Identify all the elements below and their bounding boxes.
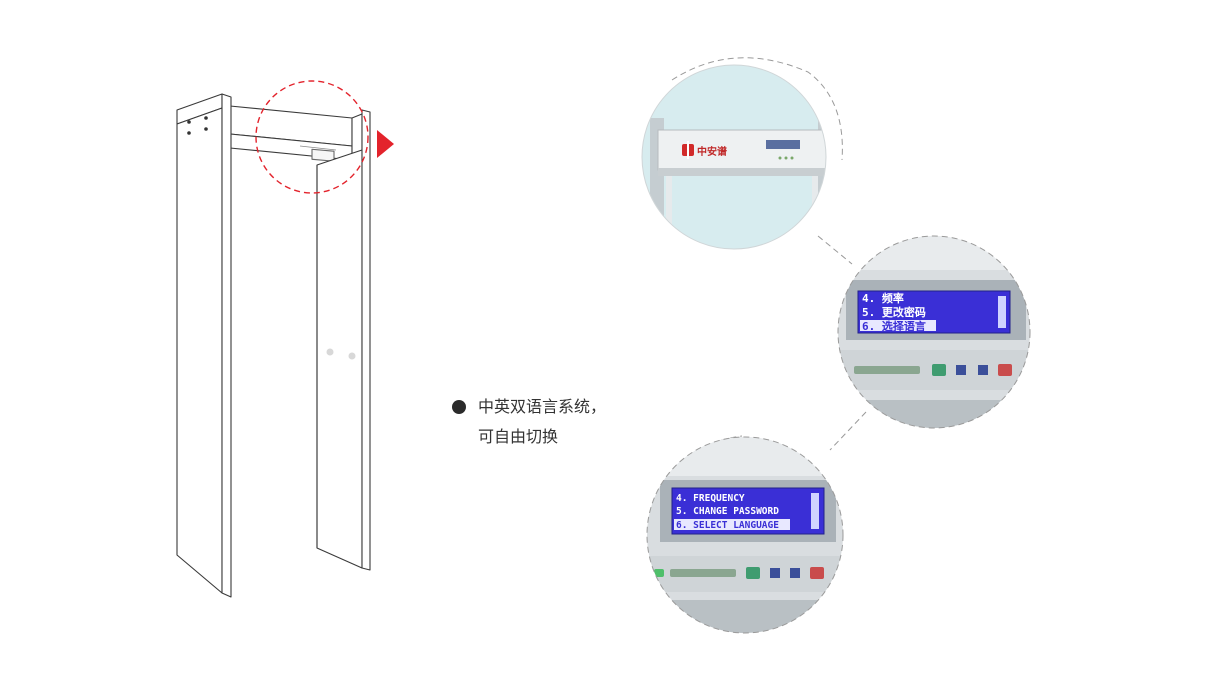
lcd-en-item-language: 6. SELECT LANGUAGE bbox=[676, 520, 779, 531]
lcd-en-item-password: 5. CHANGE PASSWORD bbox=[676, 506, 779, 517]
highlight-circle bbox=[255, 80, 369, 194]
gate-left-panel bbox=[176, 107, 223, 594]
brand-logo-icon bbox=[682, 141, 694, 159]
zoom-bottom bbox=[647, 437, 843, 633]
feature-line-1: 中英双语言系统， bbox=[478, 397, 607, 416]
zoom-top bbox=[642, 65, 826, 249]
lcd-cn-item-password: 5. 更改密码 bbox=[862, 305, 926, 319]
zoom-middle bbox=[838, 236, 1030, 428]
gate-display bbox=[311, 148, 335, 162]
feature-line-2: 可自由切换 bbox=[478, 427, 559, 446]
lcd-cn-item-frequency: 4. 频率 bbox=[862, 291, 904, 305]
gate-right-panel-edge bbox=[361, 109, 371, 571]
gate-right-panel bbox=[316, 149, 363, 569]
lcd-menu-en: 4. FREQUENCY 5. CHANGE PASSWORD 6. SELEC… bbox=[676, 493, 779, 531]
lcd-cn-item-language: 6. 选择语言 bbox=[862, 319, 926, 333]
gate-left-panel-edge bbox=[221, 93, 232, 598]
bullet-icon bbox=[452, 400, 466, 414]
red-arrow-icon bbox=[377, 130, 394, 158]
gate-screws bbox=[187, 116, 208, 135]
gate-indicator-lights bbox=[326, 348, 356, 360]
gate-drawing bbox=[176, 93, 371, 598]
lcd-en-item-frequency: 4. FREQUENCY bbox=[676, 493, 745, 504]
lcd-menu-cn: 4. 频率 5. 更改密码 6. 选择语言 bbox=[862, 291, 926, 333]
brand-logo-text: 中安谱 bbox=[697, 145, 727, 158]
